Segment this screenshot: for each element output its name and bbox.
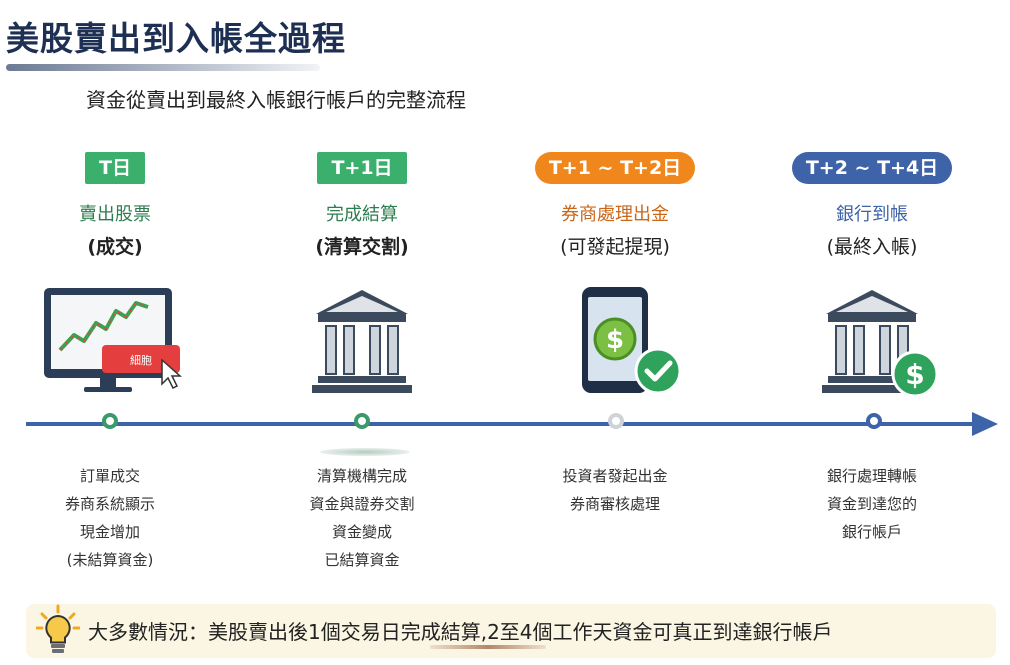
stage-1-tag: 細胞 — [130, 354, 152, 367]
summary-highlight-underline — [430, 645, 546, 649]
bank-dollar-icon: $ — [822, 290, 939, 398]
timeline-node-4 — [866, 413, 882, 429]
svg-text:$: $ — [905, 358, 924, 391]
stage-4-title: 銀行到帳 — [836, 204, 908, 225]
stage-1-desc: 訂單成交 券商系統顯示 現金增加 (未結算資金) — [0, 462, 220, 574]
bank-icon — [312, 290, 412, 393]
stage-4-header: T+2 ~ T+4日 銀行到帳 (最終入帳) — [762, 152, 982, 259]
stage-1-desc-line: 券商系統顯示 — [64, 495, 155, 513]
stage-2-desc-line: 清算機構完成 — [316, 467, 407, 485]
stage-2-subtitle: (清算交割) — [315, 236, 409, 258]
stage-2-desc-line: 資金變成 — [331, 523, 392, 541]
node-2-glow — [320, 448, 410, 456]
timeline-node-2 — [354, 413, 370, 429]
stage-3-subtitle: (可發起提現) — [560, 236, 670, 258]
stage-3-title: 券商處理出金 — [561, 204, 669, 225]
stage-4-badge: T+2 ~ T+4日 — [791, 152, 953, 184]
stage-1-desc-line: 現金增加 — [79, 523, 140, 541]
title-underline — [6, 64, 320, 71]
stage-4-desc-line: 銀行帳戶 — [841, 523, 902, 541]
timeline-arrow-icon — [972, 412, 998, 436]
stage-3-desc-line: 投資者發起出金 — [562, 467, 668, 485]
stage-1-badge: T日 — [85, 152, 145, 184]
page-title: 美股賣出到入帳全過程 — [6, 19, 346, 58]
stage-2-desc-line: 資金與證券交割 — [309, 495, 415, 513]
timeline-node-1 — [102, 413, 118, 429]
stage-2-title: 完成結算 — [326, 204, 398, 225]
stage-1-header: T日 賣出股票 (成交) — [5, 152, 225, 259]
stage-4-desc: 銀行處理轉帳 資金到達您的 銀行帳戶 — [762, 462, 982, 546]
timeline-line — [26, 422, 976, 426]
stage-3-badge: T+1 ~ T+2日 — [534, 152, 696, 184]
page-subtitle: 資金從賣出到最終入帳銀行帳戶的完整流程 — [86, 88, 466, 112]
summary-text: 大多數情況：美股賣出後1個交易日完成結算,2至4個工作天資金可真正到達銀行帳戶 — [88, 620, 833, 644]
stage-3-desc: 投資者發起出金 券商審核處理 — [505, 462, 725, 518]
timeline-node-3 — [608, 413, 624, 429]
stage-1-title: 賣出股票 — [79, 204, 151, 225]
stage-1-subtitle: (成交) — [87, 236, 143, 258]
stage-2-badge: T+1日 — [317, 152, 407, 184]
stage-1-desc-line: 訂單成交 — [79, 467, 140, 485]
stage-3-desc-line: 券商審核處理 — [569, 495, 660, 513]
svg-text:$: $ — [606, 325, 624, 355]
stage-4-subtitle: (最終入帳) — [826, 236, 918, 258]
monitor-chart-icon — [44, 288, 182, 392]
lightbulb-icon — [36, 604, 80, 653]
stage-2-header: T+1日 完成結算 (清算交割) — [252, 152, 472, 259]
summary-banner — [26, 604, 996, 658]
phone-dollar-icon: $ — [582, 287, 682, 395]
stage-3-header: T+1 ~ T+2日 券商處理出金 (可發起提現) — [505, 152, 725, 259]
stage-4-desc-line: 銀行處理轉帳 — [826, 467, 917, 485]
stage-2-desc: 清算機構完成 資金與證券交割 資金變成 已結算資金 — [252, 462, 472, 574]
stage-2-desc-line: 已結算資金 — [324, 551, 400, 569]
stage-4-desc-line: 資金到達您的 — [826, 495, 917, 513]
stage-1-desc-line: (未結算資金) — [66, 551, 154, 569]
